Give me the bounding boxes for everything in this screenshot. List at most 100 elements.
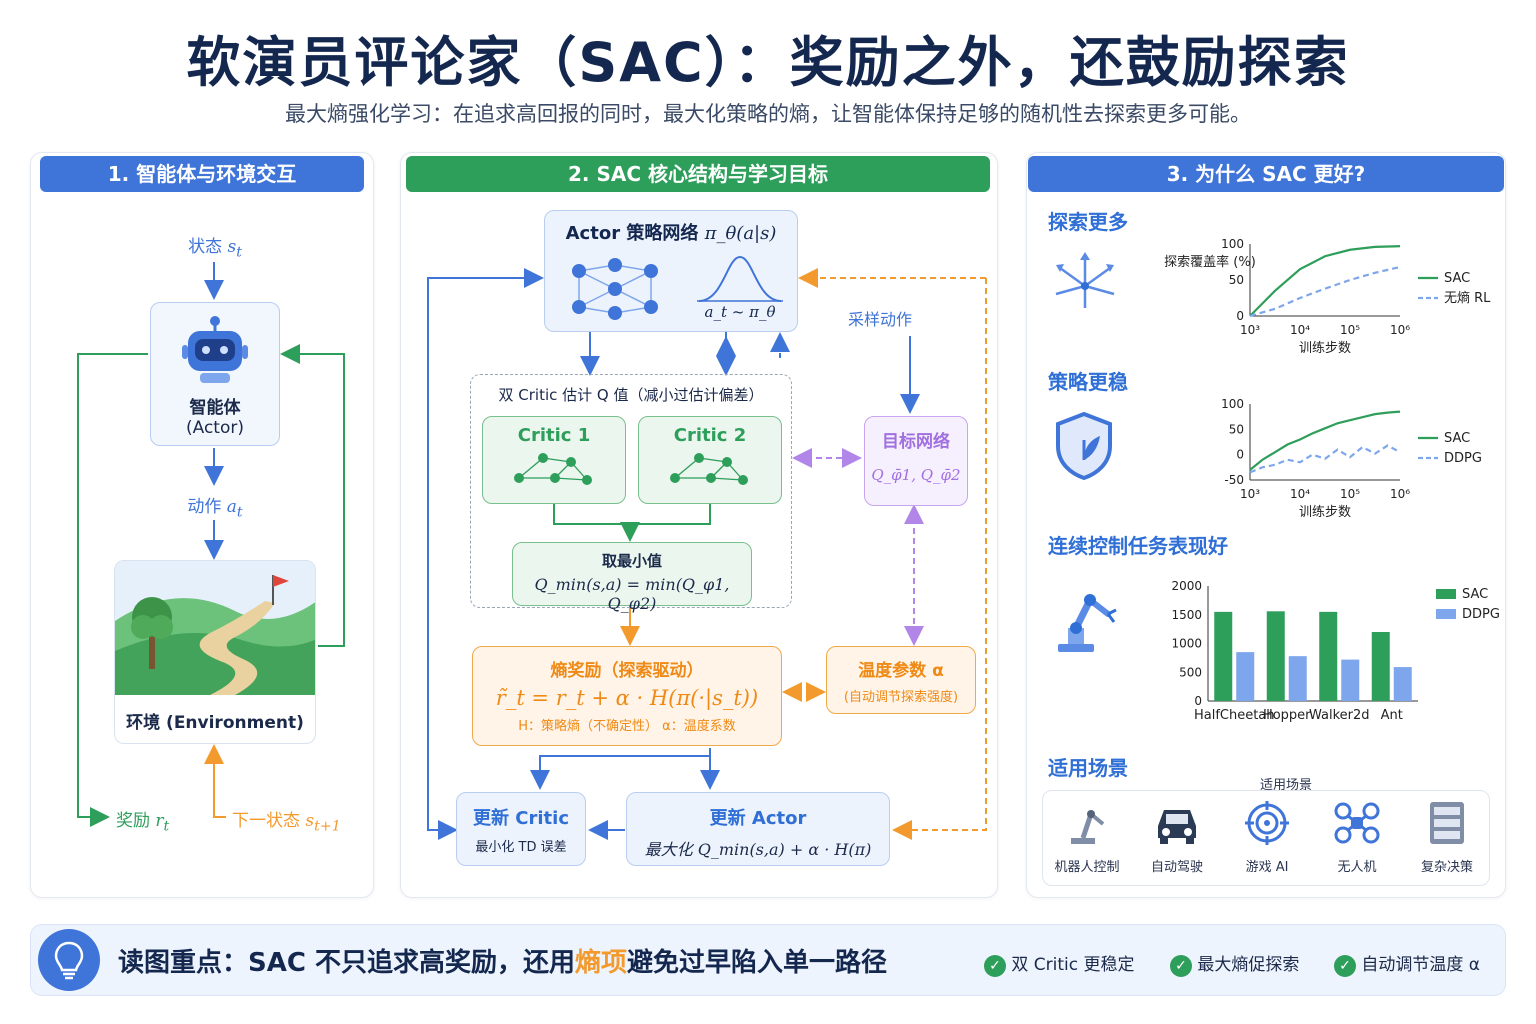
y-tick-label: 100: [1221, 237, 1244, 251]
x-tick-label: 10³: [1240, 323, 1260, 337]
state-sub: t: [236, 244, 242, 261]
check-icon: ✓: [1334, 955, 1356, 977]
min-q-box: 取最小值 Q_min(s,a) = min(Q_φ1, Q_φ2): [512, 542, 752, 613]
section-explore-title: 探索更多: [1048, 210, 1128, 234]
page-title: 软演员评论家（SAC）：奖励之外，还鼓励探索: [186, 31, 1350, 94]
environment-box: 环境 (Environment): [114, 560, 316, 744]
actor-network-box: Actor 策略网络 π_θ(a|s) a_t ~ π_θ: [544, 210, 798, 332]
x-tick-label: 10⁴: [1290, 487, 1310, 501]
scene-robotics-label: 机器人控制: [1054, 860, 1120, 875]
takeaway-highlight: 熵项: [575, 948, 628, 978]
action-symbol: at: [227, 497, 243, 520]
bar-DDPG-HalfCheetah: [1236, 652, 1255, 701]
sample-action-label: 采样动作: [848, 310, 913, 329]
arrow-env-to-agent: [280, 344, 345, 647]
series-line-SAC: [1249, 245, 1401, 317]
agent-label: 智能体: [189, 398, 241, 418]
panel-why-sac: [1026, 152, 1506, 898]
y-tick-label: 50: [1229, 273, 1244, 287]
legend-label: DDPG: [1444, 451, 1482, 466]
actor-formula: π_θ(a|s): [704, 223, 777, 244]
double-critic-box: [470, 374, 792, 608]
panel3-header: 3. 为什么 SAC 更好?: [1028, 156, 1504, 192]
key-takeaway-bar: [30, 924, 1506, 996]
min-q-title: 取最小值: [601, 552, 662, 570]
robot-icon: [182, 316, 248, 383]
state-text: 状态: [188, 237, 223, 257]
check-item-3: ✓ 自动调节温度 α: [1334, 950, 1480, 977]
bar-DDPG-Hopper: [1288, 656, 1307, 701]
bar-DDPG-Ant: [1393, 667, 1412, 701]
state-sym: s: [227, 237, 237, 257]
critic2-box: Critic 2: [638, 416, 782, 504]
y-tick-label: 50: [1229, 422, 1244, 436]
check-item-2: ✓ 最大熵促探索: [1170, 950, 1299, 977]
target-network-label: 目标网络: [882, 432, 950, 452]
scene-decision: 复杂决策: [1404, 800, 1490, 875]
actor-sample: a_t ~ π_θ: [704, 303, 776, 321]
robot-arm-icon: [1058, 594, 1117, 652]
category-label: Hopper: [1263, 708, 1311, 723]
y-tick-label: 0: [1236, 309, 1244, 323]
reward-sym: r: [155, 811, 164, 831]
bar-SAC-Ant: [1371, 632, 1390, 701]
state-label: 状态 st: [150, 232, 280, 260]
bar-DDPG-Walker2d: [1341, 659, 1360, 701]
check-item-2-label: 最大熵促探索: [1197, 955, 1300, 975]
takeaway-text-before: SAC 不只追求高奖励，还用: [248, 948, 575, 978]
critic1-box: Critic 1: [482, 416, 626, 504]
category-label: HalfCheetah: [1194, 708, 1275, 723]
panel-agent-environment: [30, 152, 374, 898]
state-symbol: st: [227, 237, 242, 261]
scene-game-ai-label: 游戏 AI: [1245, 860, 1289, 875]
scene-drone: 无人机: [1314, 800, 1400, 875]
reward-sub: t: [163, 818, 170, 835]
x-tick-label: 10⁴: [1290, 323, 1310, 337]
section-continuous-title: 连续控制任务表现好: [1048, 534, 1228, 558]
panel2-header: 2. SAC 核心结构与学习目标: [406, 156, 990, 192]
update-actor-box: 更新 Actor 最大化 Q_min(s,a) + α · H(π): [626, 792, 890, 866]
target-network-box: 目标网络 Q_φ̄1, Q_φ̄2: [864, 416, 968, 506]
bar-SAC-HalfCheetah: [1214, 611, 1233, 701]
y-tick-label: 1500: [1171, 608, 1202, 622]
y-tick-label: 500: [1179, 665, 1202, 679]
x-tick-label: 10⁶: [1390, 323, 1410, 337]
arrow-reward-loop: [77, 353, 148, 827]
panel1-header: 1. 智能体与环境交互: [40, 156, 364, 192]
entropy-reward-box: 熵奖励（探索驱动） r̃_t = r_t + α · H(π(·|s_t)) H…: [472, 646, 782, 746]
gaussian-icon: [697, 255, 783, 302]
target-network-formula: Q_φ̄1, Q_φ̄2: [871, 466, 961, 484]
category-label: Ant: [1381, 708, 1403, 723]
y-tick-label: 2000: [1171, 579, 1202, 593]
bar-SAC-Walker2d: [1319, 611, 1338, 701]
agent-box: 智能体 (Actor): [150, 302, 280, 446]
next-state-symbol: st+1: [305, 811, 340, 834]
update-critic-note: 最小化 TD 误差: [475, 840, 567, 855]
scene-drone-label: 无人机: [1337, 860, 1377, 875]
temperature-box: 温度参数 α (自动调节探索强度): [826, 646, 976, 714]
scene-driving: 自动驾驶: [1134, 800, 1220, 875]
update-actor-formula: 最大化 Q_min(s,a) + α · H(π): [644, 840, 872, 859]
y-axis-label: 探索覆盖率 (%): [1164, 254, 1256, 270]
next-state-sym: s: [305, 811, 315, 831]
temperature-title: 温度参数 α: [858, 661, 944, 681]
reward-symbol: rt: [155, 811, 170, 835]
category-label: Walker2d: [1309, 708, 1370, 723]
x-tick-label: 10⁵: [1340, 323, 1360, 337]
critic1-label: Critic 1: [517, 425, 591, 446]
scene-decision-label: 复杂决策: [1420, 860, 1473, 875]
legend-swatch: [1436, 589, 1456, 599]
server-icon: [1430, 802, 1464, 844]
update-critic-box: 更新 Critic 最小化 TD 误差: [456, 792, 586, 866]
scenarios-box: [1042, 790, 1490, 886]
critic1-net-icon: [514, 453, 592, 485]
x-axis-label: 训练步数: [1299, 505, 1351, 520]
check-item-1-label: 双 Critic 更稳定: [1011, 955, 1135, 975]
y-tick-label: 100: [1221, 397, 1244, 411]
takeaway-text-after: 避免过早陷入单一路径: [627, 948, 888, 978]
drone-icon: [1334, 802, 1380, 844]
legend-label: DDPG: [1462, 607, 1500, 622]
legend-label: SAC: [1462, 587, 1488, 602]
robot-arm-small-icon: [1071, 810, 1105, 844]
